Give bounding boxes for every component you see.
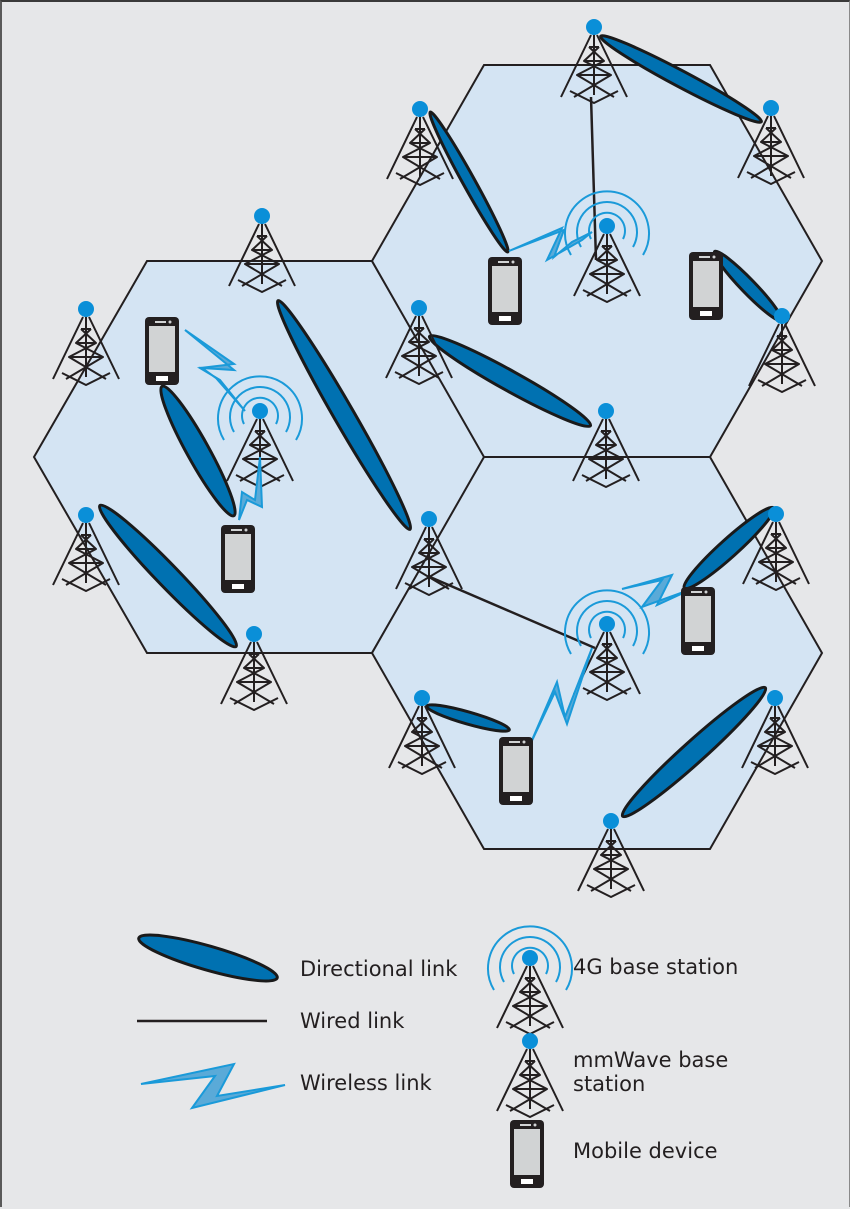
directional-link	[599, 34, 763, 124]
directional-link	[275, 299, 413, 531]
directional-link	[620, 685, 768, 819]
legend: Directional link Wired link Wireless lin…	[137, 925, 738, 1188]
mobile-device-icon	[681, 587, 715, 655]
wireless-link	[184, 329, 246, 412]
legend-label-4g-base-station: 4G base station	[573, 955, 738, 979]
mobile-device-icon	[499, 737, 533, 805]
mmwave-tower-icon	[560, 18, 628, 104]
mobile-device-icon	[689, 252, 723, 320]
legend-item-wired-link: Wired link	[137, 1009, 405, 1033]
legend-item-mobile-device: Mobile device	[510, 1120, 718, 1188]
mmwave-tower-icon	[496, 1032, 564, 1118]
wired-link	[429, 575, 596, 650]
4g-tower-icon	[496, 949, 564, 1035]
wired-links	[429, 96, 598, 650]
legend-label-directional-link: Directional link	[300, 957, 458, 981]
wireless-link	[508, 226, 593, 263]
legend-label-mobile-device: Mobile device	[573, 1139, 718, 1163]
wireless-link	[528, 647, 593, 748]
legend-item-directional-link: Directional link	[137, 933, 458, 983]
legend-item-wireless-link: Wireless link	[140, 1062, 433, 1110]
wired-link	[589, 96, 598, 261]
wireless-link-icon	[140, 1062, 286, 1110]
directional-link	[159, 384, 237, 518]
mmwave-tower-icon	[228, 207, 296, 293]
legend-label-wired-link: Wired link	[300, 1009, 405, 1033]
directional-link	[427, 334, 593, 428]
wireless-link	[238, 456, 264, 521]
legend-label-wireless-link: Wireless link	[300, 1071, 433, 1095]
mobile-device-icon	[145, 317, 179, 385]
mobile-device-icon	[510, 1120, 544, 1188]
directional-link	[97, 503, 239, 649]
directional-link	[428, 110, 510, 254]
legend-item-mmwave-base-station: mmWave base station	[496, 1032, 728, 1118]
legend-item-4g-base-station: 4G base station	[487, 925, 738, 1035]
directional-link-icon	[137, 933, 279, 983]
mobile-device-icon	[488, 257, 522, 325]
directional-link	[425, 703, 511, 733]
directional-links	[97, 34, 784, 819]
legend-label-mmwave-line2: station	[573, 1072, 645, 1096]
legend-label-mmwave-line1: mmWave base	[573, 1048, 728, 1072]
mobile-device-icon	[221, 525, 255, 593]
